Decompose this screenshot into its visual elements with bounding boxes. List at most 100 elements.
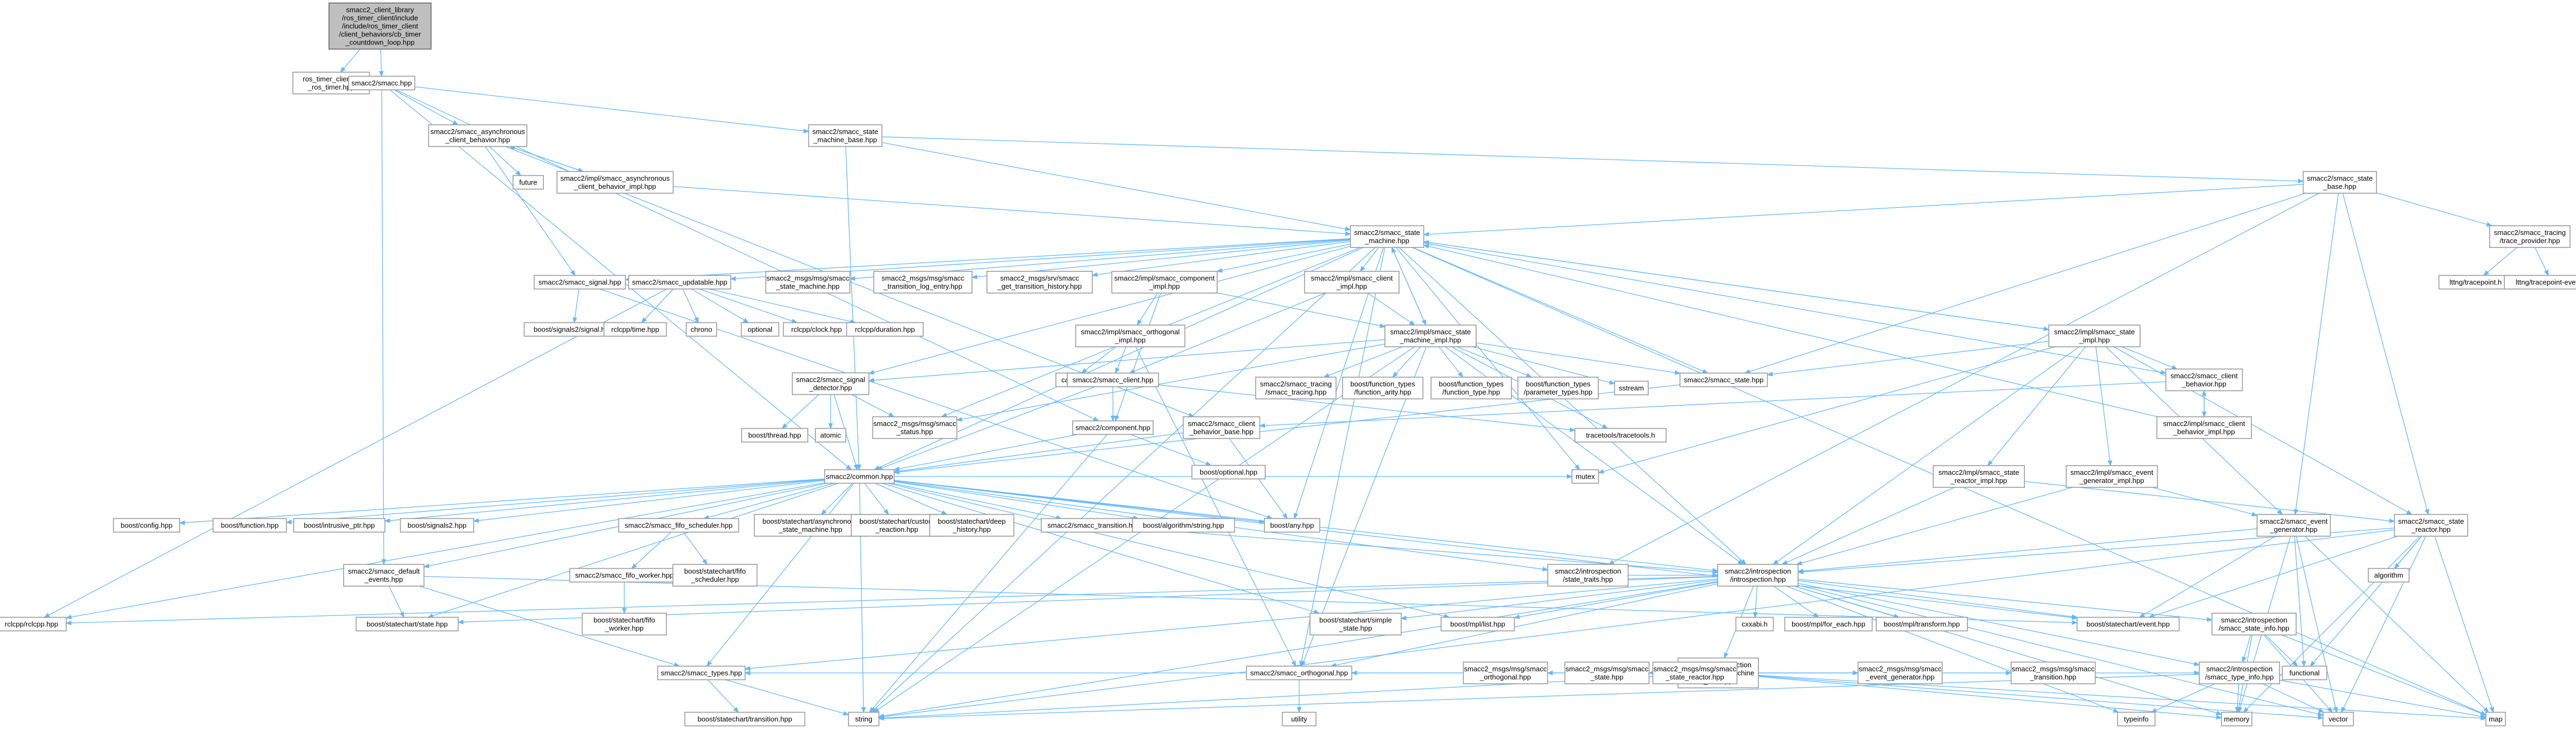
- header-node[interactable]: smacc2_msgs/msg/smacc_transition.hpp: [2010, 662, 2096, 684]
- header-node[interactable]: memory: [2221, 711, 2252, 727]
- header-node[interactable]: smacc2/smacc_client.hpp: [1067, 372, 1159, 387]
- header-node[interactable]: smacc2/introspection/state_traits.hpp: [1547, 564, 1629, 587]
- header-node[interactable]: boost/optional.hpp: [1191, 465, 1266, 480]
- header-node[interactable]: smacc2/component.hpp: [1072, 420, 1154, 435]
- header-node[interactable]: string: [848, 711, 879, 727]
- header-node[interactable]: rclcpp/duration.hpp: [846, 322, 924, 337]
- header-node[interactable]: smacc2/smacc_default_events.hpp: [343, 564, 425, 587]
- header-node[interactable]: boost/statechart/transition.hpp: [684, 711, 806, 727]
- header-node[interactable]: smacc2/impl/smacc_client_behavior_impl.h…: [2156, 416, 2252, 439]
- header-node[interactable]: sstream: [1614, 380, 1649, 396]
- header-node[interactable]: boost/statechart/deep_history.hpp: [929, 514, 1015, 537]
- header-node[interactable]: smacc2/smacc_signal.hpp: [534, 275, 626, 290]
- header-node[interactable]: boost/mpl/list.hpp: [1440, 616, 1515, 632]
- header-node[interactable]: smacc2/smacc_client_behavior_base.hpp: [1182, 416, 1261, 439]
- header-node[interactable]: smacc2_msgs/msg/smacc_transition_log_ent…: [873, 271, 973, 294]
- header-node[interactable]: boost/statechart/asynchronous_state_mach…: [754, 514, 868, 537]
- header-node[interactable]: boost/thread.hpp: [741, 428, 808, 443]
- header-node[interactable]: boost/statechart/fifo_scheduler.hpp: [672, 564, 758, 587]
- header-node[interactable]: smacc2/smacc_state_machine_base.hpp: [808, 124, 883, 147]
- header-node[interactable]: boost/statechart/custom_reaction.hpp: [851, 514, 943, 537]
- header-node[interactable]: functional: [2282, 665, 2327, 681]
- header-node-label: _generator.hpp: [2269, 525, 2317, 533]
- header-node[interactable]: smacc2_msgs/msg/smacc_orthogonal.hpp: [1463, 662, 1548, 684]
- header-node[interactable]: boost/statechart/event.hpp: [2077, 616, 2180, 632]
- header-node[interactable]: smacc2/impl/smacc_event_generator_impl.h…: [2066, 465, 2158, 488]
- header-node[interactable]: optional: [740, 322, 780, 337]
- header-node[interactable]: boost/function.hpp: [212, 518, 287, 533]
- header-node[interactable]: chrono: [686, 322, 717, 337]
- header-node[interactable]: rclcpp/time.hpp: [603, 322, 667, 337]
- edge-arrowhead: [1205, 461, 1212, 466]
- header-node[interactable]: smacc2/smacc_transition.hpp: [1041, 518, 1147, 533]
- header-node[interactable]: smacc2/smacc_client_behavior.hpp: [2165, 368, 2243, 391]
- header-node[interactable]: algorithm: [2368, 568, 2410, 583]
- header-node[interactable]: smacc2/smacc_fifo_worker.hpp: [569, 568, 680, 583]
- header-node[interactable]: smacc2/impl/smacc_orthogonal_impl.hpp: [1075, 325, 1186, 347]
- header-node[interactable]: smacc2/smacc_asynchronous_client_behavio…: [428, 124, 528, 147]
- header-node[interactable]: smacc2/smacc_tracing/smacc_tracing.hpp: [1255, 377, 1337, 399]
- header-node[interactable]: smacc2/smacc_state.hpp: [1679, 372, 1768, 387]
- header-node[interactable]: smacc2/impl/smacc_asynchronous_client_be…: [556, 171, 674, 194]
- header-node[interactable]: mutex: [1571, 469, 1599, 484]
- header-node[interactable]: boost/statechart/fifo_worker.hpp: [581, 613, 667, 635]
- header-node[interactable]: smacc2/smacc_tracing/trace_provider.hpp: [2489, 225, 2571, 248]
- header-node[interactable]: smacc2_msgs/msg/smacc_state_reactor.hpp: [1652, 662, 1738, 684]
- header-node-label: smacc2/smacc_orthogonal.hpp: [1250, 669, 1348, 677]
- header-node[interactable]: lttng/tracepoint-event.h: [2504, 275, 2576, 290]
- header-node[interactable]: smacc2/smacc_state_base.hpp: [2302, 171, 2377, 194]
- header-node[interactable]: smacc2/smacc_types.hpp: [657, 665, 746, 681]
- header-node[interactable]: smacc2/smacc_state_machine.hpp: [1350, 225, 1425, 248]
- header-node[interactable]: boost/algorithm/string.hpp: [1132, 518, 1235, 533]
- header-node[interactable]: smacc2_msgs/msg/smacc_status.hpp: [872, 416, 958, 439]
- header-node[interactable]: smacc2/impl/smacc_component_impl.hpp: [1111, 271, 1218, 294]
- header-node[interactable]: map: [2485, 711, 2506, 727]
- include-edge: [2121, 346, 2178, 370]
- header-node[interactable]: boost/signals2.hpp: [400, 518, 474, 533]
- header-node[interactable]: lttng/tracepoint.h: [2438, 275, 2513, 290]
- header-node[interactable]: future: [512, 175, 544, 190]
- header-node[interactable]: smacc2/introspection/introspection.hpp: [1717, 564, 1799, 587]
- header-node[interactable]: boost/statechart/simple_state.hpp: [1309, 613, 1402, 635]
- header-node[interactable]: cxxabi.h: [1735, 616, 1774, 632]
- header-node[interactable]: boost/mpl/for_each.hpp: [1784, 616, 1873, 632]
- header-node[interactable]: tracetools/tracetools.h: [1574, 428, 1667, 443]
- header-node[interactable]: atomic: [815, 428, 846, 443]
- header-node[interactable]: smacc2/impl/smacc_client_impl.hpp: [1304, 271, 1400, 294]
- header-node[interactable]: smacc2/impl/smacc_state_machine_impl.hpp: [1384, 325, 1477, 347]
- header-node[interactable]: boost/config.hpp: [113, 518, 180, 533]
- header-node[interactable]: smacc2/impl/smacc_state_reactor_impl.hpp: [1933, 465, 2025, 488]
- header-node[interactable]: boost/statechart/state.hpp: [356, 616, 459, 632]
- header-node[interactable]: smacc2/impl/smacc_state_impl.hpp: [2048, 325, 2141, 347]
- header-node[interactable]: smacc2/smacc.hpp: [348, 75, 415, 91]
- header-node[interactable]: smacc2/smacc_fifo_scheduler.hpp: [618, 518, 739, 533]
- header-node[interactable]: smacc2_msgs/msg/smacc_event_generator.hp…: [1857, 662, 1943, 684]
- header-node-label: boost/intrusive_ptr.hpp: [304, 522, 375, 530]
- header-node[interactable]: boost/mpl/transform.hpp: [1876, 616, 1968, 632]
- header-node[interactable]: smacc2/smacc_signal_detector.hpp: [792, 372, 870, 395]
- header-node[interactable]: boost/function_types/function_arity.hpp: [1342, 377, 1423, 399]
- header-node[interactable]: smacc2_msgs/srv/smacc_get_transition_his…: [986, 271, 1093, 294]
- header-node[interactable]: typeinfo: [2117, 711, 2156, 727]
- header-node[interactable]: rclcpp/clock.hpp: [783, 322, 850, 337]
- header-node[interactable]: smacc2_client_library/ros_timer_client/i…: [328, 2, 432, 50]
- header-node[interactable]: boost/intrusive_ptr.hpp: [293, 518, 385, 533]
- header-node[interactable]: boost/any.hpp: [1264, 518, 1320, 533]
- header-node-box: [873, 271, 973, 294]
- header-node[interactable]: boost/function_types/parameter_types.hpp: [1517, 377, 1599, 399]
- header-node[interactable]: boost/function_types/function_type.hpp: [1431, 377, 1512, 399]
- header-node[interactable]: ros_timer_client/cl_ros_timer.hpp: [292, 72, 370, 94]
- header-node[interactable]: smacc2/smacc_event_generator.hpp: [2256, 514, 2331, 537]
- header-node[interactable]: smacc2/common.hpp: [824, 469, 895, 484]
- header-node[interactable]: smacc2/introspection/smacc_state_info.hp…: [2211, 613, 2297, 635]
- header-node[interactable]: smacc2/introspection/smacc_type_info.hpp: [2199, 662, 2280, 684]
- include-edge: [868, 339, 1385, 383]
- header-node[interactable]: vector: [2322, 711, 2354, 727]
- header-node[interactable]: smacc2/smacc_orthogonal.hpp: [1246, 665, 1352, 681]
- header-node[interactable]: smacc2/smacc_updatable.hpp: [628, 275, 731, 290]
- header-node[interactable]: smacc2/smacc_state_reactor.hpp: [2394, 514, 2469, 537]
- header-node[interactable]: smacc2_msgs/msg/smacc_state.hpp: [1564, 662, 1650, 684]
- header-node[interactable]: utility: [1282, 711, 1317, 727]
- header-node[interactable]: smacc2_msgs/msg/smacc_state_machine.hpp: [765, 271, 851, 294]
- header-node[interactable]: rclcpp/rclcpp.hpp: [0, 616, 67, 632]
